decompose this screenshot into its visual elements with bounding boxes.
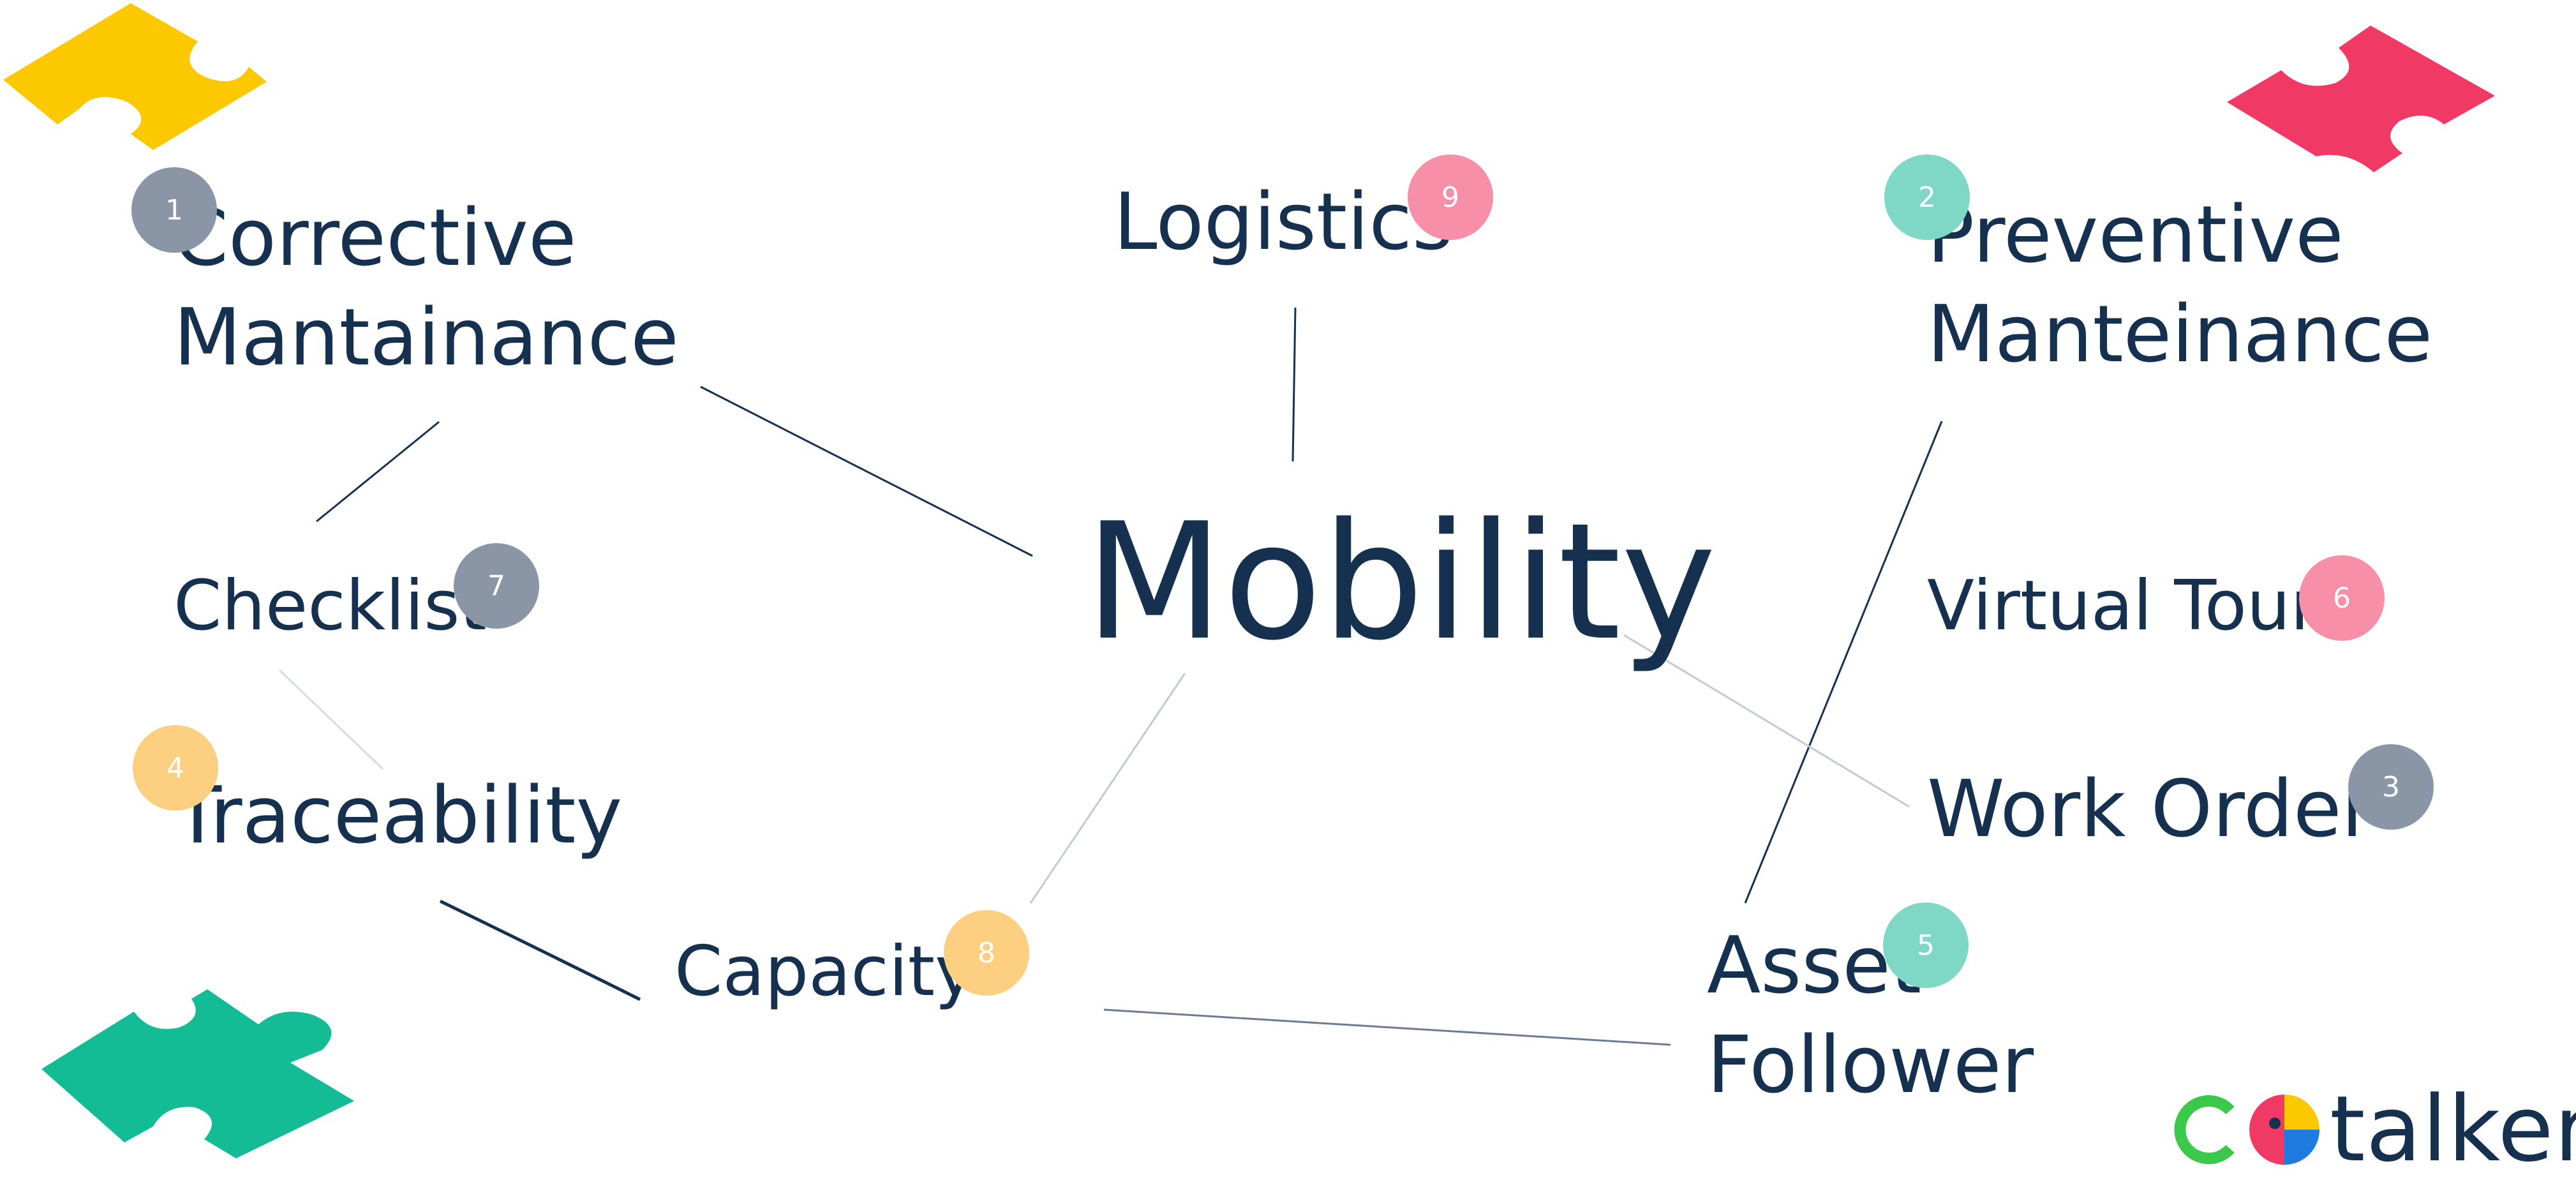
- node-label-line: Corrective: [174, 193, 577, 284]
- badge-number-6: 6: [2299, 555, 2385, 641]
- connector-mobility-capacity: [1029, 673, 1186, 904]
- node-label-asset-follower: Asset Follower: [1707, 922, 2034, 1110]
- badge-number-1: 1: [131, 167, 217, 253]
- connector-corrective-checklist: [316, 421, 440, 523]
- badge-number-5: 5: [1883, 902, 1969, 988]
- center-label-mobility: Mobility: [1085, 489, 1716, 676]
- connector-capacity-asset: [1103, 1008, 1671, 1046]
- badge-number-7: 7: [454, 543, 539, 629]
- node-label-line: Preventive: [1927, 190, 2344, 281]
- badge-number-8: 8: [944, 910, 1029, 996]
- connector-mobility-workorder: [1623, 634, 1910, 808]
- badge-number-2: 2: [1884, 154, 1970, 240]
- node-label-work-order: Work Order: [1927, 764, 2374, 855]
- node-label-checklist: Checklist: [174, 566, 487, 646]
- node-label-line: Asset: [1707, 920, 1922, 1012]
- node-label-line: Mantainance: [174, 292, 679, 384]
- logo-text: talker: [2330, 1077, 2576, 1182]
- logo-c-mark: [2174, 1095, 2235, 1164]
- connector-checklist-traceability: [278, 669, 384, 770]
- connector-logistics-mobility: [1292, 307, 1297, 462]
- logo-bird-icon: [2249, 1095, 2319, 1165]
- node-label-virtual-tours: Virtual Tours: [1927, 566, 2355, 646]
- node-label-line: Follower: [1707, 1019, 2034, 1111]
- node-label-corrective-maintenance: Corrective Mantainance: [174, 195, 679, 382]
- puzzle-piece-green-icon: [41, 989, 354, 1158]
- connector-traceability-capacity: [439, 899, 641, 1001]
- node-label-traceability: Traceability: [174, 770, 623, 862]
- puzzle-piece-red-icon: [2227, 26, 2495, 172]
- puzzle-piece-yellow-icon: [3, 3, 267, 150]
- badge-number-4: 4: [133, 725, 218, 811]
- node-label-logistics: Logistics: [1113, 177, 1454, 268]
- badge-number-3: 3: [2348, 744, 2434, 830]
- node-label-line: Manteinance: [1927, 288, 2433, 380]
- badge-number-9: 9: [1408, 154, 1493, 240]
- node-label-capacity: Capacity: [674, 932, 976, 1012]
- cotalker-logo: talker: [2166, 1077, 2576, 1182]
- node-label-preventive-maintenance: Preventive Manteinance: [1927, 191, 2432, 379]
- connector-preventive-asset: [1744, 421, 1943, 904]
- connector-corrective-mobility: [700, 385, 1033, 557]
